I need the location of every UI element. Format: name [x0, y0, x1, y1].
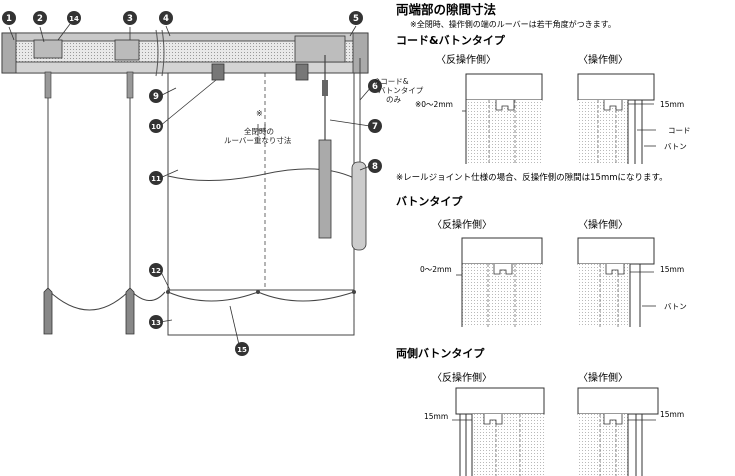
svg-text:※コード& バトンタイプ のみ: ※コード& バトンタイプ のみ	[374, 77, 426, 104]
callout-label-6: 6	[372, 82, 378, 92]
section1-label-baton: バトン	[664, 142, 687, 151]
note-overlap-line-1: 全閉時の	[244, 126, 274, 136]
callout-circle-12	[149, 263, 163, 277]
section3-dim-right: 15mm	[660, 410, 684, 419]
note-cord-baton-line-1: ※コード&	[374, 77, 409, 86]
section2-left-heading: 〈反操作側〉	[432, 218, 492, 231]
callout-circle-13	[149, 315, 163, 329]
callout-label-1: 1	[6, 14, 12, 24]
callout-circle-15	[235, 342, 249, 356]
callout-label-14: 14	[69, 15, 79, 23]
callout-label-9: 9	[153, 92, 159, 102]
callout-label-3: 3	[127, 14, 133, 24]
callout-circle-4	[159, 11, 173, 25]
note-cord-baton-line-3: のみ	[386, 95, 401, 104]
callout-circle-9	[149, 89, 163, 103]
section1-title: コード&バトンタイプ	[396, 33, 506, 47]
note-overlap-line-2: ルーバー重なり寸法	[224, 135, 292, 145]
main-note: ※全閉時、操作側の端のルーバーは若干角度がつきます。	[410, 19, 616, 29]
section3-right-heading: 〈操作側〉	[578, 371, 628, 384]
section1-dim-right: 15mm	[660, 100, 684, 109]
callout-label-15: 15	[237, 346, 247, 354]
callout-label-10: 10	[151, 123, 161, 131]
callout-circle-3	[123, 11, 137, 25]
section1-right-detail: 15mm コード バトン	[577, 73, 691, 164]
overlap-mark: ※	[256, 109, 263, 118]
callout-circle-7	[368, 119, 382, 133]
callout-circle-5	[349, 11, 363, 25]
callout-circle-8	[368, 159, 382, 173]
callout-label-13: 13	[151, 319, 161, 327]
section3-left-detail: 15mm	[424, 387, 545, 476]
section1-label-cord: コード	[668, 126, 691, 135]
svg-text:全閉時の ルーバー重なり寸法: 全閉時の ルーバー重なり寸法	[224, 126, 292, 145]
callout-label-11: 11	[151, 175, 161, 183]
section3-right-detail: 15mm	[577, 387, 684, 476]
section2-title: バトンタイプ	[396, 194, 463, 208]
callout-label-7: 7	[372, 122, 378, 132]
section1-right-heading: 〈操作側〉	[578, 53, 628, 66]
callout-circle-6	[368, 79, 382, 93]
section1-left-detail: ※0〜2mm	[415, 73, 543, 164]
callout-circle-10	[149, 119, 163, 133]
section1-dim-left: ※0〜2mm	[415, 100, 453, 109]
callout-label-12: 12	[151, 267, 161, 275]
callout-label-5: 5	[353, 14, 359, 24]
callout-label-8: 8	[372, 162, 378, 172]
section2-right-detail: 15mm バトン	[577, 237, 687, 327]
section2-dim-left: 0〜2mm	[420, 265, 452, 274]
note-cord-baton-line-2: バトンタイプ	[378, 86, 424, 95]
section3-dim-left: 15mm	[424, 412, 448, 421]
callout-label-2: 2	[37, 14, 43, 24]
section2-left-detail: 0〜2mm	[420, 237, 543, 327]
section2-dim-right: 15mm	[660, 265, 684, 274]
section2-right-heading: 〈操作側〉	[578, 218, 628, 231]
section3-title: 両側バトンタイプ	[396, 346, 485, 360]
callout-label-4: 4	[163, 14, 169, 24]
section1-left-heading: 〈反操作側〉	[436, 53, 496, 66]
callout-circle-2	[33, 11, 47, 25]
section2-label-baton: バトン	[664, 302, 687, 311]
rail-joint-note: ※レールジョイント仕様の場合、反操作側の隙間は15mmになります。	[396, 172, 668, 183]
section3-left-heading: 〈反操作側〉	[432, 371, 492, 384]
main-title: 両端部の隙間寸法	[396, 2, 497, 17]
callout-circle-14	[67, 11, 81, 25]
callout-circle-11	[149, 171, 163, 185]
callout-circle-1	[2, 11, 16, 25]
